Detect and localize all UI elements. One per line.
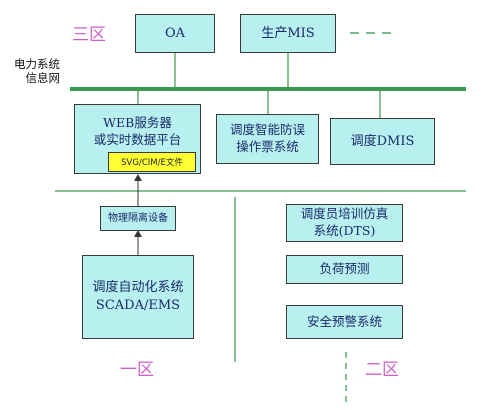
physical-isolation-device-label: 物理隔离设备 — [108, 212, 168, 224]
ticket-system-label-line2: 操作票系统 — [236, 139, 299, 154]
power-network-label: 电力系统 信息网 — [14, 57, 60, 86]
scada-to-isolation-arrowhead — [134, 230, 142, 237]
zone3-label: 三区 — [72, 25, 106, 45]
dispatch-dmis-label: 调度DMIS — [350, 133, 415, 149]
dts-label-line2: 系统(DTS) — [313, 223, 376, 238]
dts-label-line1: 调度员培训仿真 — [300, 206, 389, 222]
web-server-label-line1: WEB服务器 — [103, 115, 172, 130]
oa-box[interactable]: OA — [135, 14, 215, 53]
isolation-to-web-arrowhead — [134, 174, 142, 181]
production-mis-box[interactable]: 生产MIS — [240, 14, 336, 53]
load-forecast-label: 负荷预测 — [319, 261, 370, 277]
production-mis-box-label: 生产MIS — [261, 25, 315, 41]
oa-box-label: OA — [164, 25, 186, 41]
scada-ems-label-line2: SCADA/EMS — [95, 298, 181, 313]
scada-ems-box[interactable]: 调度自动化系统 SCADA/EMS — [82, 255, 194, 339]
power-network-label-line1: 电力系统 — [14, 57, 60, 71]
power-network-label-line2: 信息网 — [25, 71, 61, 86]
security-warning-box[interactable]: 安全预警系统 — [286, 305, 403, 339]
zone1-label: 一区 — [120, 360, 154, 380]
web-server-label-line2: 或实时数据平台 — [93, 131, 182, 147]
dispatch-dmis-box[interactable]: 调度DMIS — [330, 118, 435, 165]
ticket-system-label-line1: 调度智能防误 — [229, 122, 305, 138]
scada-ems-label-line1: 调度自动化系统 — [92, 280, 184, 296]
physical-isolation-device-box[interactable]: 物理隔离设备 — [100, 206, 176, 231]
load-forecast-box[interactable]: 负荷预测 — [286, 255, 403, 284]
svg-cim-e-file-tag: SVG/CIM/E文件 — [108, 152, 196, 172]
dts-training-box[interactable]: 调度员培训仿真 系统(DTS) — [286, 204, 403, 242]
zone2-label: 二区 — [365, 360, 399, 380]
security-warning-label: 安全预警系统 — [306, 313, 382, 329]
dispatch-ticket-system-box[interactable]: 调度智能防误 操作票系统 — [216, 114, 319, 164]
